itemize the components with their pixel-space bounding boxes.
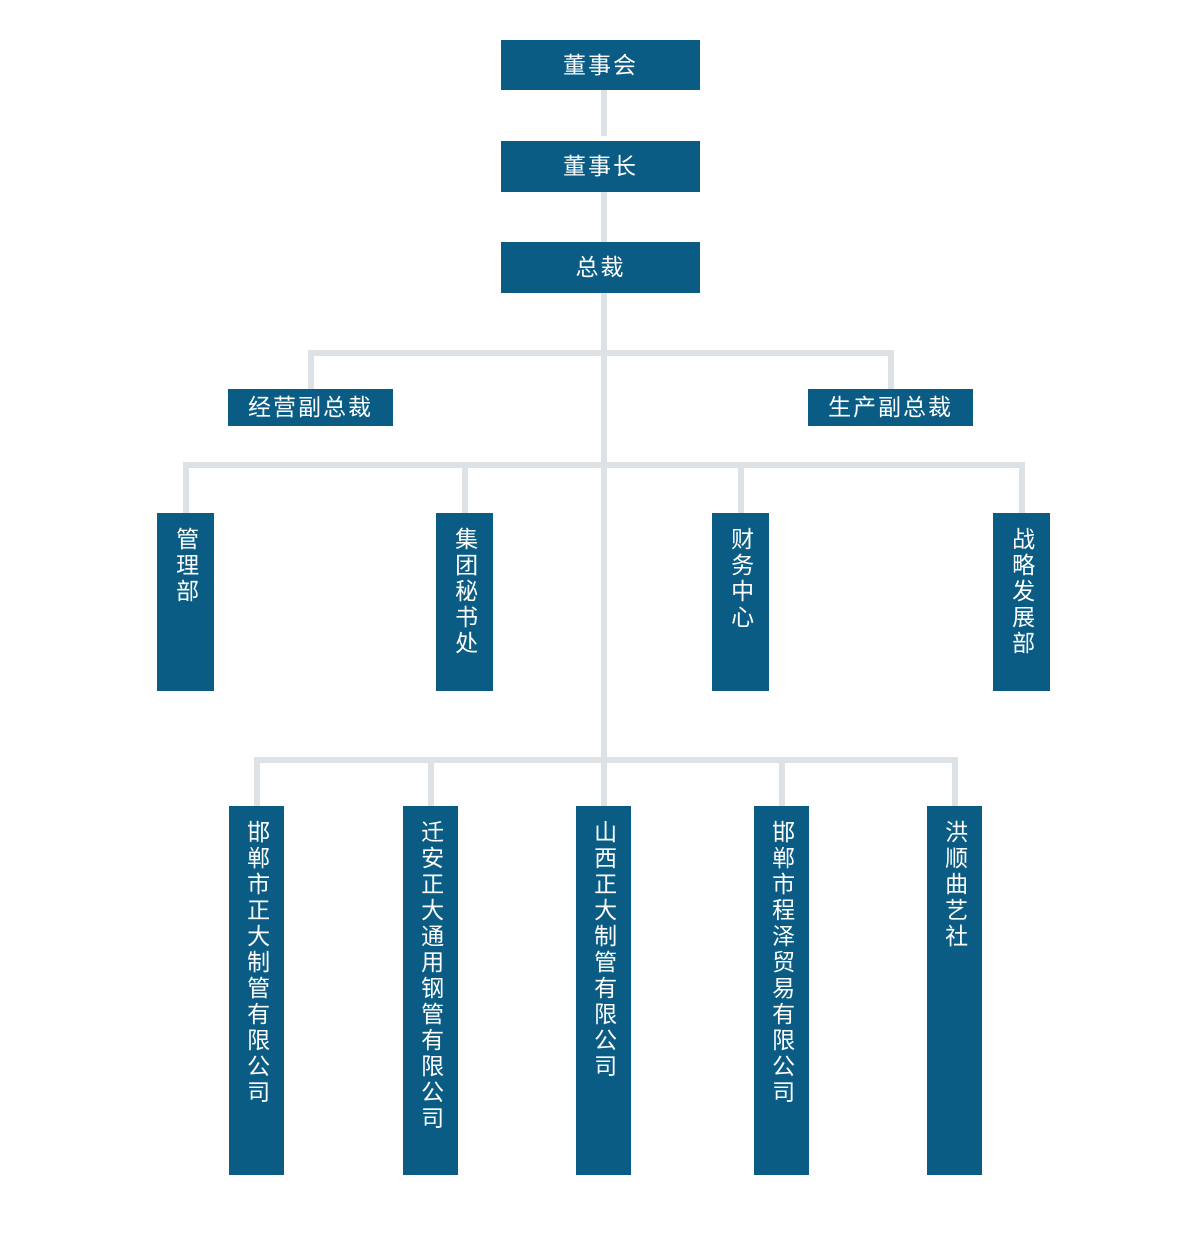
node-label: 战略发展部: [1008, 527, 1035, 657]
node-label: 洪顺曲艺社: [941, 820, 968, 950]
node-sub-shanxi-zhengda[interactable]: 山西正大制管有限公司: [576, 806, 631, 1175]
node-president[interactable]: 总裁: [501, 242, 700, 293]
node-sub-hongshun-quyishe[interactable]: 洪顺曲艺社: [927, 806, 982, 1175]
connector-drop-sub-handan-zhengda: [254, 757, 260, 806]
node-dept-group-secretariat[interactable]: 集团秘书处: [436, 513, 493, 691]
connector-drop-sub-handan-chengze: [779, 757, 785, 806]
node-label: 董事长: [563, 153, 638, 179]
node-label: 邯郸市程泽贸易有限公司: [768, 820, 795, 1106]
node-chairman[interactable]: 董事长: [501, 141, 700, 192]
node-label: 迁安正大通用钢管有限公司: [417, 820, 444, 1132]
node-vp-operations[interactable]: 经营副总裁: [228, 389, 393, 426]
connector-drop-dept-finance: [738, 462, 744, 515]
connector-drop-vp-operations: [308, 350, 314, 401]
connector-drop-sub-hongshun: [952, 757, 958, 806]
node-label: 集团秘书处: [451, 527, 478, 657]
node-label: 生产副总裁: [828, 394, 953, 420]
node-dept-finance-center[interactable]: 财务中心: [712, 513, 769, 691]
node-label: 管理部: [172, 527, 199, 605]
connector-trunk-chairman-president: [601, 192, 607, 242]
connector-drop-dept-secretariat: [462, 462, 468, 515]
node-label: 经营副总裁: [248, 394, 373, 420]
node-label: 山西正大制管有限公司: [590, 820, 617, 1080]
connector-trunk-departments-subsidiaries: [601, 462, 607, 763]
node-label: 总裁: [575, 254, 626, 280]
connector-drop-sub-shanxi-zhengda: [601, 757, 607, 806]
node-label: 财务中心: [727, 527, 754, 631]
node-vp-production[interactable]: 生产副总裁: [808, 389, 973, 426]
node-label: 董事会: [563, 51, 638, 78]
connector-trunk-board-chairman: [601, 90, 607, 136]
connector-drop-vp-production: [888, 350, 894, 401]
node-sub-qianan-zhengda[interactable]: 迁安正大通用钢管有限公司: [403, 806, 458, 1175]
connector-drop-sub-qianan-zhengda: [428, 757, 434, 806]
node-sub-handan-zhengda[interactable]: 邯郸市正大制管有限公司: [229, 806, 284, 1175]
connector-drop-dept-strategy: [1019, 462, 1025, 515]
node-board-of-directors[interactable]: 董事会: [501, 40, 700, 90]
node-label: 邯郸市正大制管有限公司: [243, 820, 270, 1106]
node-sub-handan-chengze[interactable]: 邯郸市程泽贸易有限公司: [754, 806, 809, 1175]
connector-drop-dept-management: [183, 462, 189, 515]
node-dept-strategy-development[interactable]: 战略发展部: [993, 513, 1050, 691]
connector-trunk-president-vp: [601, 293, 607, 353]
node-dept-management[interactable]: 管理部: [157, 513, 214, 691]
connector-trunk-vp-departments: [601, 350, 607, 468]
